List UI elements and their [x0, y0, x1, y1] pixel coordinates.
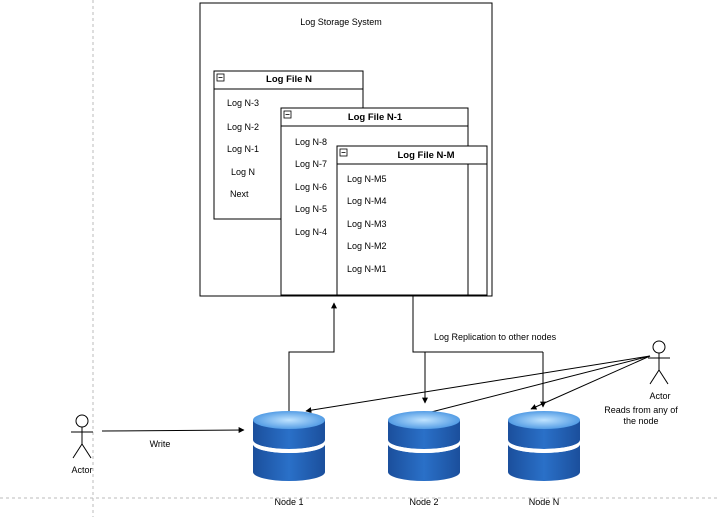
- log-entry: Next: [230, 189, 249, 199]
- log-file-n-m[interactable]: Log File N-M Log N-M5 Log N-M4 Log N-M3 …: [336, 145, 488, 296]
- log-file-title: Log File N: [266, 74, 312, 85]
- database-node-1[interactable]: [253, 411, 325, 481]
- log-entry: Log N-M5: [347, 174, 387, 184]
- log-entry: Log N-3: [227, 98, 259, 108]
- actor-writer[interactable]: [71, 414, 93, 459]
- collapse-icon[interactable]: [216, 73, 225, 82]
- log-entry: Log N-1: [227, 144, 259, 154]
- log-entry: Log N-M1: [347, 264, 387, 274]
- system-title: Log Storage System: [300, 17, 382, 27]
- node-label: Node 2: [409, 497, 438, 507]
- edge-reads[interactable]: [305, 355, 651, 423]
- log-entry: Log N-2: [227, 122, 259, 132]
- actor-writer-label: Actor: [71, 465, 92, 475]
- edge-write[interactable]: Write: [101, 427, 245, 449]
- log-entry: Log N: [231, 167, 255, 177]
- log-file-title: Log File N-M: [398, 150, 455, 161]
- actor-reader-note: the node: [623, 416, 658, 426]
- edge-node1-to-system[interactable]: [288, 302, 337, 412]
- log-entry: Log N-M4: [347, 196, 387, 206]
- log-entry: Log N-5: [295, 204, 327, 214]
- write-label: Write: [150, 439, 171, 449]
- collapse-icon[interactable]: [283, 110, 292, 119]
- log-entry: Log N-4: [295, 227, 327, 237]
- log-entry: Log N-M3: [347, 219, 387, 229]
- log-file-title: Log File N-1: [348, 112, 403, 123]
- database-node-3[interactable]: [508, 411, 580, 481]
- node-label: Node N: [529, 497, 560, 507]
- node-label: Node 1: [274, 497, 303, 507]
- actor-reader[interactable]: [648, 340, 670, 385]
- database-node-2[interactable]: [388, 411, 460, 481]
- actor-reader-label: Actor: [649, 391, 670, 401]
- log-entry: Log N-8: [295, 137, 327, 147]
- replication-label: Log Replication to other nodes: [434, 332, 557, 342]
- collapse-icon[interactable]: [339, 148, 348, 157]
- log-entry: Log N-M2: [347, 241, 387, 251]
- log-entry: Log N-6: [295, 182, 327, 192]
- actor-reader-note: Reads from any of: [604, 405, 678, 415]
- edge-replication[interactable]: Log Replication to other nodes: [412, 296, 557, 408]
- log-entry: Log N-7: [295, 159, 327, 169]
